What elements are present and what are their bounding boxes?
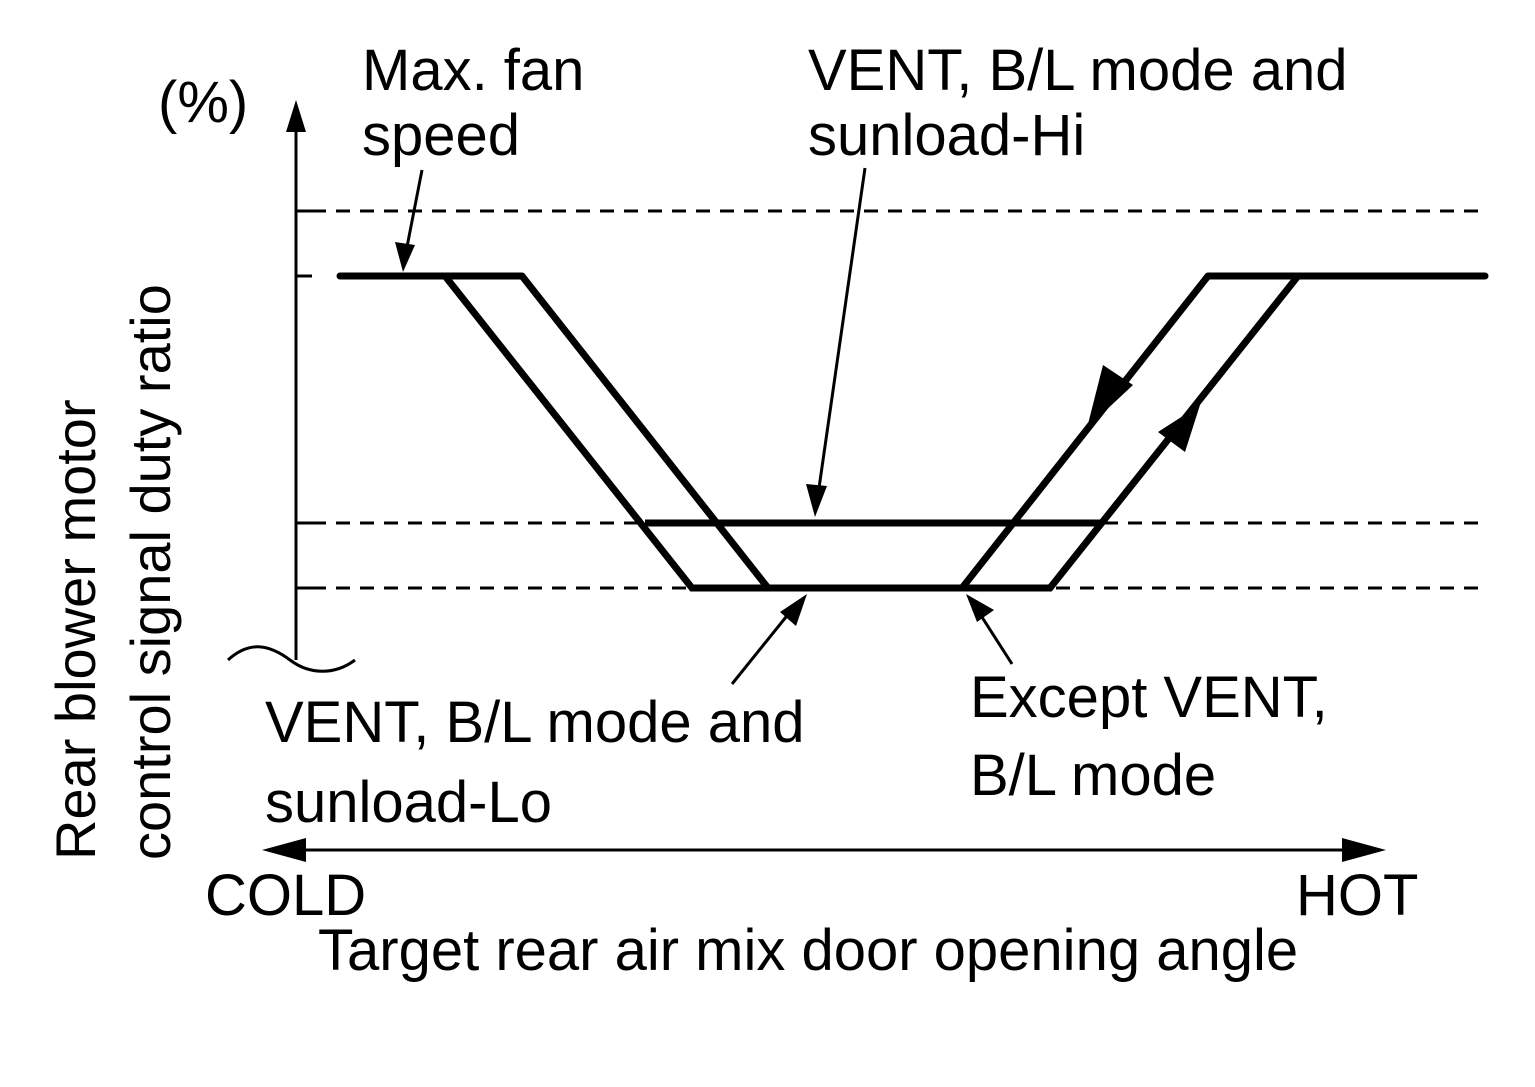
curve-left-inner	[519, 273, 771, 591]
sunload-lo-label-line1: VENT, B/L mode and	[265, 690, 804, 755]
leader-max-fan	[404, 169, 424, 253]
max-fan-label-line2: speed	[362, 103, 520, 168]
sunload-lo-label-line2: sunload-Lo	[265, 770, 552, 835]
sunload-hi-label-line2: sunload-Hi	[808, 103, 1085, 168]
y-axis-label-line2: control signal duty ratio	[119, 284, 182, 860]
axis-break-squiggle	[226, 645, 356, 673]
except-vent-label-line2: B/L mode	[970, 743, 1216, 808]
leader-sunload-hi	[816, 167, 867, 496]
leader-sunload-hi-head	[806, 484, 827, 517]
leader-max-fan-head	[395, 242, 415, 272]
leader-sunload-lo	[730, 611, 792, 685]
x-axis-left-end: COLD	[205, 863, 366, 928]
max-fan-label-line1: Max. fan	[362, 38, 584, 103]
except-vent-label-line1: Except VENT,	[970, 665, 1328, 730]
y-axis-arrowhead	[286, 100, 306, 132]
curve-right-inner	[959, 273, 1211, 591]
x-axis-arrow-left	[262, 838, 306, 862]
x-axis-right-end: HOT	[1296, 863, 1418, 928]
leader-sunload-lo-head	[780, 594, 807, 626]
y-axis-label-line1: Rear blower motor	[44, 399, 107, 860]
arrow-up-right-outer	[1158, 405, 1200, 452]
sunload-hi-label-line1: VENT, B/L mode and	[808, 38, 1347, 103]
arrow-down-right-inner	[1087, 365, 1133, 428]
x-axis-arrow-right	[1342, 838, 1386, 862]
x-axis-label: Target rear air mix door opening angle	[318, 918, 1298, 983]
y-axis-unit: (%)	[158, 70, 248, 135]
leader-except-vent	[978, 613, 1014, 665]
leader-except-vent-head	[966, 594, 994, 622]
